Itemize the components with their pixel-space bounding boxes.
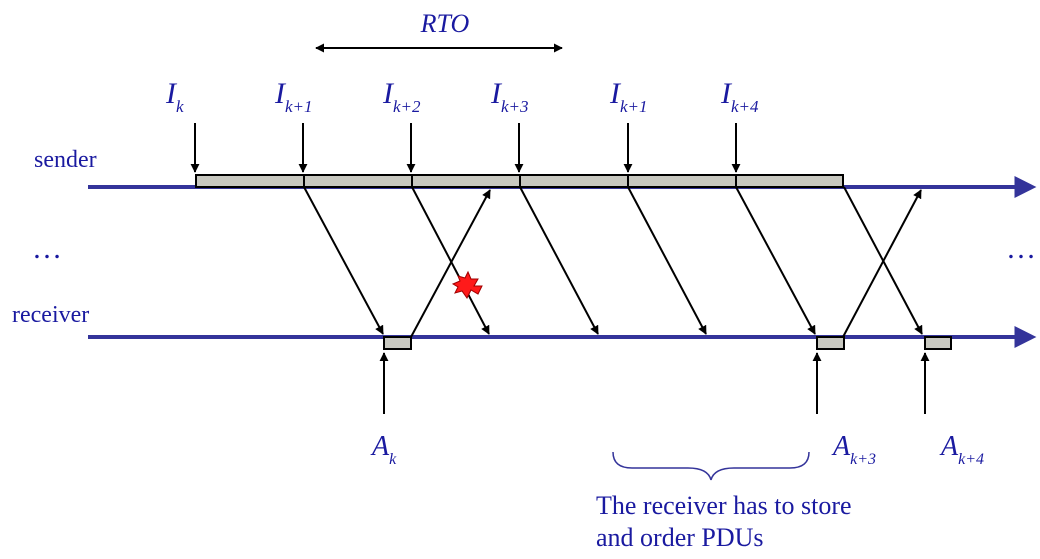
frame-box <box>195 174 305 188</box>
ack-labels: Ak Ak+3 Ak+4 <box>370 431 984 468</box>
ellipsis-left: … <box>32 232 62 265</box>
note-line-2: and order PDUs <box>596 523 764 552</box>
ack-box <box>383 336 412 350</box>
frame-box <box>627 174 737 188</box>
sender-frames <box>195 174 844 188</box>
frame-label: Ik+2 <box>382 77 421 116</box>
rto-label: RTO <box>420 9 470 38</box>
transmission-arrow <box>627 186 707 335</box>
ack-transmissions <box>410 189 922 338</box>
ellipsis-right: … <box>1006 232 1036 265</box>
ack-label: Ak <box>370 431 397 468</box>
frame-box <box>735 174 844 188</box>
ack-arrow <box>842 189 922 338</box>
data-transmissions <box>303 186 923 335</box>
frame-box <box>519 174 629 188</box>
transmission-arrow <box>519 186 599 335</box>
frame-label: Ik <box>165 77 184 116</box>
loss-burst-icon <box>451 270 483 299</box>
receiver-label: receiver <box>12 302 89 328</box>
transmission-arrow <box>411 186 490 335</box>
transmission-arrow <box>303 186 384 335</box>
frame-box <box>303 174 413 188</box>
ack-box <box>816 336 845 350</box>
ack-label: Ak+4 <box>939 431 984 468</box>
frame-label: Ik+1 <box>609 77 648 116</box>
note-line-1: The receiver has to store <box>596 491 852 520</box>
ack-arrow <box>410 189 491 338</box>
transmission-arrow <box>735 186 816 335</box>
frame-box <box>411 174 521 188</box>
frame-label: Ik+3 <box>490 77 529 116</box>
sender-frame-labels: Ik Ik+1 Ik+2 Ik+3 Ik+1 Ik+4 <box>165 77 759 116</box>
send-trigger-arrows <box>190 123 741 173</box>
ack-label: Ak+3 <box>831 431 876 468</box>
sender-label: sender <box>34 147 97 173</box>
ack-trigger-arrows <box>379 352 930 414</box>
frame-label: Ik+1 <box>274 77 313 116</box>
ack-box <box>924 336 952 350</box>
frame-label: Ik+4 <box>720 77 759 116</box>
brace <box>612 451 810 481</box>
receiver-boxes <box>383 336 952 350</box>
